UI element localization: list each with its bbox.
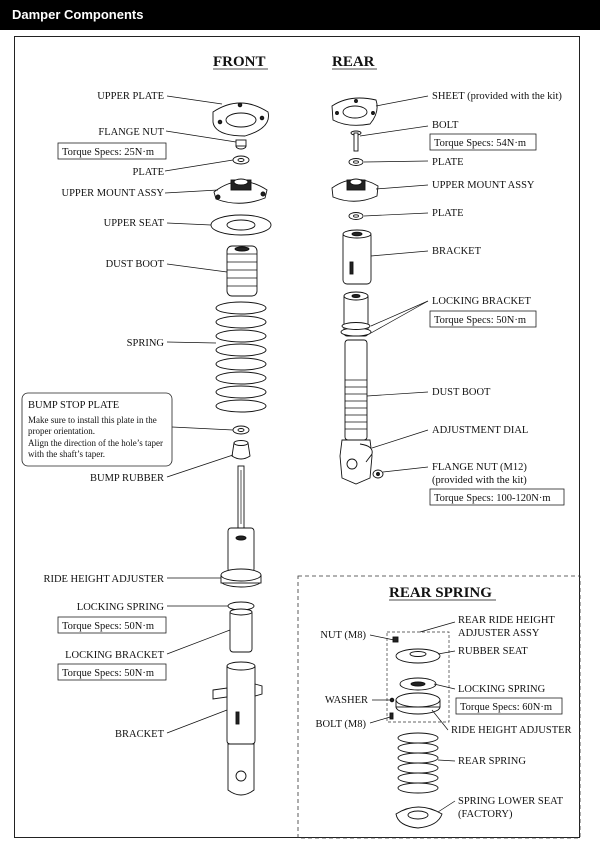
rear-locking-bracket [340, 322, 372, 337]
front-upper-mount-assy [213, 178, 268, 204]
page-title: Damper Components [12, 7, 144, 22]
label-rear-spring-nut: NUT (M8) [320, 630, 366, 641]
bump-stop-note-line4: with the shaft’s taper. [28, 449, 105, 459]
label-rear-locking-bracket: LOCKING BRACKET [432, 296, 531, 307]
rear-spring-heading: REAR SPRING [389, 585, 492, 601]
rear-spring-panel [297, 575, 581, 839]
front-dust-boot [226, 245, 258, 297]
rear-spring-coil [397, 732, 439, 794]
label-rear-locking-bracket-torque: Torque Specs: 50N·m [434, 315, 526, 326]
front-bump-stop-plate [232, 425, 250, 435]
front-upper-plate [212, 102, 269, 137]
rear-spring-leader-lines [369, 621, 456, 813]
rear-flange-nut-torque-box [429, 488, 565, 506]
rear-sheet [331, 97, 378, 126]
rear-spring-locking-spring [399, 677, 437, 691]
label-rear-locking-spring: LOCKING SPRING [458, 684, 546, 695]
label-locking-spring: LOCKING SPRING [77, 602, 165, 613]
label-locking-spring-torque: Torque Specs: 50N·m [62, 621, 154, 632]
label-rear-bolt: BOLT [432, 120, 459, 131]
label-locking-bracket: LOCKING BRACKET [65, 650, 164, 661]
label-ride-height-adjuster: RIDE HEIGHT ADJUSTER [43, 574, 164, 585]
rear-spring-washer [389, 697, 395, 703]
label-rear-rubber-seat: RUBBER SEAT [458, 646, 528, 657]
label-upper-mount-assy: UPPER MOUNT ASSY [61, 188, 164, 199]
diagram-frame [14, 36, 580, 838]
label-rear-bracket: BRACKET [432, 246, 482, 257]
front-locking-bracket [229, 608, 253, 653]
label-rear-flange-nut-torque: Torque Specs: 100-120N·m [434, 493, 551, 504]
rear-locking-bracket-torque-box [429, 310, 537, 328]
rear-bolt [350, 130, 362, 152]
rear-upper-mount-assy [331, 178, 379, 202]
label-rear-dust-boot: DUST BOOT [432, 387, 491, 398]
label-rear-washer: WASHER [325, 695, 368, 706]
rear-spring-rubber-seat [395, 648, 441, 664]
bump-stop-note-line2: proper orientation. [28, 426, 95, 436]
front-flange-nut [235, 139, 247, 150]
rear-plate-1 [348, 158, 364, 166]
label-flange-nut-torque: Torque Specs: 25N·m [62, 147, 154, 158]
rear-bolt-torque-box [429, 133, 537, 151]
bump-stop-note-line3: Align the direction of the hole’s taper [28, 438, 163, 448]
rear-spring-nut [392, 636, 399, 643]
front-locking-bracket-torque-box [57, 663, 167, 681]
bump-stop-note-line1: Make sure to install this plate in the [28, 415, 157, 425]
front-spring [215, 301, 267, 413]
rear-heading: REAR [332, 54, 375, 70]
label-dust-boot: DUST BOOT [106, 259, 165, 270]
front-bracket [212, 661, 263, 796]
rear-adjustment-dial-body [339, 439, 373, 485]
label-rear-spring: REAR SPRING [458, 756, 526, 767]
label-spring: SPRING [127, 338, 165, 349]
label-rear-plate-2: PLATE [432, 208, 464, 219]
label-locking-bracket-torque: Torque Specs: 50N·m [62, 668, 154, 679]
rear-spring-lower-seat [395, 806, 443, 829]
label-plate: PLATE [133, 167, 165, 178]
label-rear-adjuster-assy-1: REAR RIDE HEIGHT [458, 615, 555, 626]
bump-stop-note-title: BUMP STOP PLATE [28, 400, 119, 411]
label-bump-rubber: BUMP RUBBER [90, 473, 164, 484]
front-bump-rubber [231, 440, 251, 460]
label-rear-ride-height-adjuster: RIDE HEIGHT ADJUSTER [451, 725, 572, 736]
rear-adjuster-assy-outline [386, 631, 450, 723]
label-upper-plate: UPPER PLATE [97, 91, 164, 102]
rear-leader-lines [359, 95, 429, 473]
label-rear-adjustment-dial: ADJUSTMENT DIAL [432, 425, 528, 436]
front-ride-height-adjuster [220, 568, 262, 588]
rear-bracket [342, 229, 372, 285]
rear-dust-boot [344, 339, 368, 441]
label-rear-plate-1: PLATE [432, 157, 464, 168]
label-rear-sheet: SHEET (provided with the kit) [432, 91, 562, 102]
front-leader-lines [164, 95, 237, 734]
rear-spring-bolt [389, 712, 394, 720]
bump-stop-note-box [21, 392, 173, 467]
label-rear-adjuster-assy-2: ADJUSTER ASSY [458, 628, 540, 639]
rear-locking-spring-torque-box [455, 697, 563, 715]
label-upper-seat: UPPER SEAT [104, 218, 165, 229]
front-heading: FRONT [213, 54, 266, 70]
label-bracket: BRACKET [115, 729, 165, 740]
front-locking-spring-torque-box [57, 616, 167, 634]
rear-flange-nut [372, 469, 384, 479]
label-rear-upper-mount-assy: UPPER MOUNT ASSY [432, 180, 535, 191]
rear-spring-ride-height-adjuster [395, 692, 441, 715]
label-rear-flange-nut: FLANGE NUT (M12) [432, 462, 527, 473]
header-bar: Damper Components [0, 0, 600, 30]
label-flange-nut: FLANGE NUT [98, 127, 164, 138]
label-rear-bolt-torque: Torque Specs: 54N·m [434, 138, 526, 149]
label-rear-locking-spring-torque: Torque Specs: 60N·m [460, 702, 552, 713]
rear-plate-2 [348, 212, 364, 220]
label-rear-lower-seat-1: SPRING LOWER SEAT [458, 796, 564, 807]
label-rear-spring-bolt: BOLT (M8) [316, 719, 367, 730]
front-shock-body [227, 465, 255, 573]
label-rear-lower-seat-2: (FACTORY) [458, 809, 513, 820]
front-upper-seat [210, 214, 272, 236]
front-flange-nut-torque-box [57, 142, 167, 160]
label-rear-flange-nut-note: (provided with the kit) [432, 475, 527, 486]
front-plate [232, 155, 250, 165]
